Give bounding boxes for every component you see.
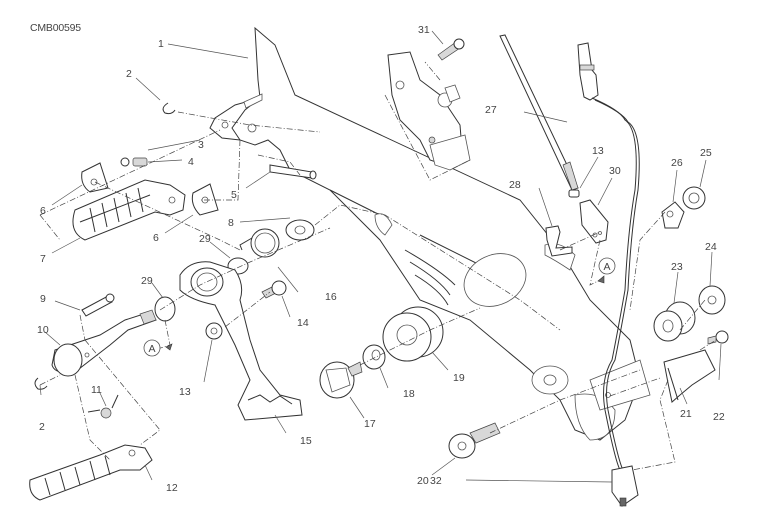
callout-5: 5 [231, 189, 237, 201]
callout-24: 24 [705, 241, 717, 253]
callout-18: 18 [403, 388, 415, 400]
callout-16: 16 [325, 291, 337, 303]
reference-marker-a-right: A [597, 257, 616, 284]
callout-29-top: 29 [199, 233, 211, 245]
assembly-axis-lines [39, 61, 717, 471]
brake-master-cylinder [387, 51, 471, 171]
brake-light-switch [577, 42, 640, 471]
callout-25: 25 [700, 147, 712, 159]
washer-8 [285, 219, 315, 241]
pin-5 [269, 164, 317, 180]
callout-21: 21 [680, 408, 692, 420]
callout-11: 11 [91, 384, 102, 396]
callout-15: 15 [300, 435, 312, 447]
circlip-2-lower [34, 377, 48, 390]
callout-3: 3 [198, 139, 204, 151]
callout-29-left: 29 [141, 275, 153, 287]
spring-4 [132, 157, 148, 167]
callout-27: 27 [485, 104, 497, 116]
callout-32: 32 [430, 475, 442, 487]
washer-24 [698, 285, 726, 315]
screw-22 [707, 330, 729, 345]
connector [611, 465, 639, 507]
footpeg-12 [29, 444, 153, 501]
footpeg-7 [72, 179, 186, 241]
callout-9: 9 [40, 293, 46, 305]
circlip-2-top [162, 102, 176, 115]
bushing-23 [653, 301, 696, 342]
callout-6-right: 6 [153, 232, 159, 244]
bushing-25 [682, 186, 706, 210]
reference-a-right-label: A [603, 261, 610, 273]
bolt-31 [437, 38, 465, 61]
callout-numbers: 1 2 3 4 5 6 6 7 8 29 29 16 14 9 10 2 11 … [37, 24, 725, 494]
callout-4: 4 [188, 156, 194, 168]
plate-6-left [81, 162, 109, 193]
callout-7: 7 [40, 253, 46, 265]
clevis-pin [545, 225, 573, 257]
frame-plate [209, 26, 651, 441]
spacer-26 [661, 201, 685, 229]
callout-12: 12 [166, 482, 178, 494]
bolt-20 [448, 422, 501, 459]
bolt-17 [319, 361, 363, 399]
drawing-code: CMB00595 [30, 22, 81, 34]
sensor-bracket [663, 349, 716, 403]
callout-6-left: 6 [40, 205, 46, 217]
callout-20: 20 [417, 475, 429, 487]
washer-18 [362, 344, 386, 370]
callout-22: 22 [713, 411, 725, 423]
nut-13-pedal [205, 322, 223, 340]
callout-31: 31 [418, 24, 430, 36]
callout-1: 1 [158, 38, 164, 50]
callout-2-top: 2 [126, 68, 132, 80]
plate-6-right [191, 183, 219, 216]
pin-9 [81, 293, 115, 317]
spring-11 [87, 394, 119, 419]
callout-30: 30 [609, 165, 621, 177]
leader-lines [39, 30, 722, 483]
callout-17: 17 [364, 418, 376, 430]
clevis [579, 199, 609, 244]
callout-19: 19 [453, 372, 465, 384]
callout-13-rod: 13 [592, 145, 604, 157]
footpeg-pivot [51, 309, 157, 377]
callout-8: 8 [228, 217, 234, 229]
spring-16 [239, 228, 280, 258]
reference-a-left-label: A [148, 343, 155, 355]
callout-26: 26 [671, 157, 683, 169]
callout-14: 14 [297, 317, 309, 329]
o-ring-29-top [227, 257, 249, 275]
ball-3 [120, 157, 130, 167]
callout-28: 28 [509, 179, 521, 191]
push-rod [499, 34, 579, 191]
callout-2-lower: 2 [39, 421, 45, 433]
callout-10: 10 [37, 324, 49, 336]
brake-pedal [179, 261, 303, 421]
callout-23: 23 [671, 261, 683, 273]
reference-marker-a-left: A [143, 339, 173, 357]
bolt-14 [261, 280, 287, 299]
callout-13-pedal: 13 [179, 386, 191, 398]
nut-13-rod [568, 189, 580, 198]
o-ring-29-left [154, 296, 176, 322]
spacer-19 [382, 306, 444, 362]
